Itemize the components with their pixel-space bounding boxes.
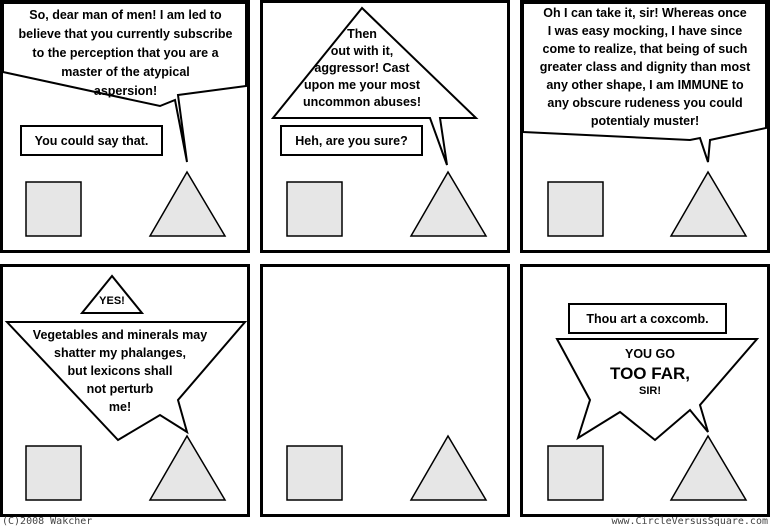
triangle-speech: YOU GO TOO FAR, SIR! (595, 344, 705, 398)
triangle-speech: Vegetables and minerals may shatter my p… (20, 326, 220, 416)
triangle-character (669, 170, 748, 237)
triangle-character (409, 170, 488, 237)
speech-line: aggressor! Cast (314, 61, 410, 75)
triangle-character (148, 434, 227, 501)
speech-line: shatter my phalanges, (54, 346, 186, 360)
triangle-character (669, 434, 748, 501)
triangle-character (148, 170, 227, 237)
triangle-speech: So, dear man of men! I am led to believe… (3, 6, 248, 101)
square-character (25, 181, 82, 237)
speech-line: I was easy mocking, I have since (547, 24, 743, 38)
speech-line: SIR! (639, 385, 661, 397)
speech-bubble (522, 2, 767, 163)
speech-line: aspersion! (93, 84, 158, 98)
speech-line: uncommon abuses! (302, 95, 422, 109)
speech-line: master of the atypical (61, 65, 190, 79)
speech-line-emphasis: TOO FAR, (610, 364, 690, 383)
speech-line: any obscure rudeness you could (547, 96, 743, 110)
speech-bubble (2, 2, 247, 163)
speech-line: YOU GO (624, 347, 675, 361)
shout-bubble (79, 274, 145, 314)
triangle-character (409, 434, 488, 501)
speech-line: not perturb (86, 382, 154, 396)
square-character (547, 445, 604, 501)
speech-bubble (4, 321, 248, 442)
speech-line: potentialy muster! (590, 114, 700, 128)
speech-line: greater class and dignity than most (539, 60, 751, 74)
speech-line: So, dear man of men! I am led to (29, 8, 222, 22)
speech-line: come to realize, that being of such (542, 42, 748, 56)
copyright: (C)2008 Wakcher (2, 516, 93, 527)
triangle-speech: Oh I can take it, sir! Whereas once I wa… (523, 4, 767, 130)
speech-line: Then (347, 27, 377, 41)
square-character (25, 445, 82, 501)
speech-line: upon me your most (304, 78, 420, 92)
speech-line: any other shape, I am IMMUNE to (546, 78, 744, 92)
square-reply: Thou art a coxcomb. (568, 303, 727, 334)
triangle-speech: Then out with it, aggressor! Cast upon m… (282, 26, 442, 111)
square-reply: Heh, are you sure? (280, 125, 423, 156)
site-link[interactable]: www.CircleVersusSquare.com (611, 516, 768, 527)
square-reply: You could say that. (20, 125, 163, 156)
speech-bubble (555, 338, 760, 442)
speech-line: out with it, (330, 44, 394, 58)
speech-line: believe that you currently subscribe (18, 27, 233, 41)
speech-line: but lexicons shall (67, 364, 173, 378)
speech-bubble (270, 6, 479, 166)
square-character (547, 181, 604, 237)
speech-line: me! (108, 400, 132, 414)
speech-line: Oh I can take it, sir! Whereas once (543, 6, 747, 20)
triangle-shout: YES! (99, 295, 125, 307)
square-character (286, 181, 343, 237)
speech-line: to the perception that you are a (32, 46, 219, 60)
speech-line: Vegetables and minerals may (32, 328, 208, 342)
square-character (286, 445, 343, 501)
